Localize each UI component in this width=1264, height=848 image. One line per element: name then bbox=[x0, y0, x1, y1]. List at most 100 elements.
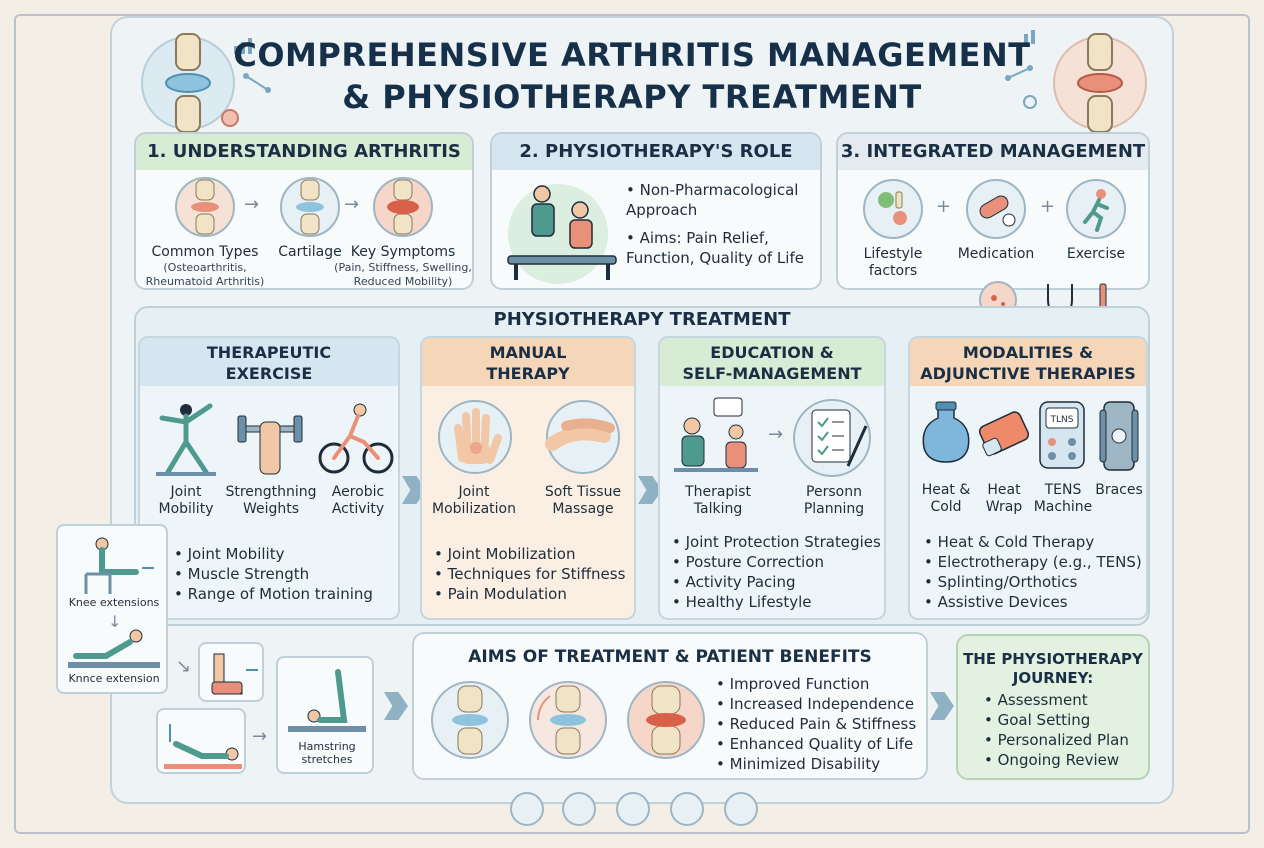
lifestyle-label: Lifestyle factors bbox=[863, 246, 923, 279]
bullet: Pain Modulation bbox=[434, 584, 634, 604]
section-1-heading: 1. UNDERSTANDING ARTHRITIS bbox=[136, 134, 472, 170]
seated-knee-extension-icon bbox=[84, 537, 154, 594]
journey-heading: THE PHYSIOTHERAPY JOURNEY: bbox=[958, 636, 1148, 688]
journey-bullets: Assessment Goal Setting Personalized Pla… bbox=[984, 690, 1148, 770]
role-bullet: Non-Pharmacological Approach bbox=[626, 180, 818, 220]
outer-frame bbox=[14, 14, 1250, 834]
icon-label: Heat Wrap bbox=[985, 482, 1023, 515]
journey-card: THE PHYSIOTHERAPY JOURNEY: Assessment Go… bbox=[956, 634, 1150, 780]
therapeutic-exercise-card: THERAPEUTIC EXERCISE Joint Mobility Stre… bbox=[138, 336, 400, 620]
bullet: Muscle Strength bbox=[174, 564, 398, 584]
bullet: Ongoing Review bbox=[984, 750, 1148, 770]
icon-label: Braces bbox=[1095, 482, 1143, 498]
title-line-2: & PHYSIOTHERAPY TREATMENT bbox=[342, 78, 922, 116]
ice-pack-icon bbox=[922, 401, 970, 463]
icon-label: Heat & Cold bbox=[921, 482, 971, 515]
aims-heading: AIMS OF TREATMENT & PATIENT BENEFITS bbox=[468, 647, 872, 667]
medication-label: Medication bbox=[957, 246, 1035, 262]
joint-mobilization-icon-label: Joint Mobilization bbox=[426, 484, 522, 518]
role-bullet: Aims: Pain Relief, Function, Quality of … bbox=[626, 228, 818, 268]
lying-knee-extension-icon bbox=[68, 629, 160, 668]
common-types-label: Common Types bbox=[151, 244, 259, 260]
hamstring-stretch-icon bbox=[288, 669, 366, 732]
hand-icon bbox=[438, 400, 512, 474]
icon-label: Soft Tissue Massage bbox=[544, 484, 622, 517]
bullet: Joint Mobility bbox=[174, 544, 398, 564]
bullet: Joint Mobilization bbox=[434, 544, 634, 564]
bullet: Improved Function bbox=[716, 674, 926, 694]
plus-icon: + bbox=[936, 196, 952, 217]
bullet: Splinting/Orthotics bbox=[924, 572, 1146, 592]
leg-raise-icon bbox=[164, 724, 242, 769]
medication-item: Medication bbox=[950, 178, 1042, 263]
leg-raise-card bbox=[156, 708, 246, 774]
knee-extension-card: Knee extensions ↓ Knnce extension bbox=[56, 524, 168, 694]
soft-tissue-icon-label: Soft Tissue Massage bbox=[534, 484, 632, 518]
hamstring-label-line: stretches bbox=[301, 753, 353, 766]
bullet: Healthy Lifestyle bbox=[672, 592, 884, 612]
manual-therapy-card: MANUAL THERAPY Joint Mobilization Soft T… bbox=[420, 336, 636, 620]
arrow-down-icon: ↓ bbox=[108, 612, 122, 631]
heading-line: MODALITIES & bbox=[962, 343, 1094, 362]
modalities-bullets: Heat & Cold Therapy Electrotherapy (e.g.… bbox=[924, 532, 1146, 612]
massage-hands-icon bbox=[545, 400, 620, 474]
plus-icon: + bbox=[1040, 196, 1056, 217]
healthy-joint-icon bbox=[431, 681, 509, 759]
heading-line: EDUCATION & bbox=[710, 343, 834, 362]
title-line-1: COMPREHENSIVE ARTHRITIS MANAGEMENT bbox=[233, 36, 1031, 74]
cartilage-label: Cartilage bbox=[278, 244, 342, 260]
common-types-item: Common Types (Osteoarthritis, Rheumatoid… bbox=[140, 176, 270, 288]
bullet: Assessment bbox=[984, 690, 1148, 710]
common-types-sub: (Osteoarthritis, Rheumatoid Arthritis) bbox=[145, 261, 265, 288]
inflamed-joint-icon bbox=[373, 177, 433, 237]
lifestyle-icon bbox=[863, 179, 923, 239]
therapist-patient-icon bbox=[507, 184, 617, 284]
therapist-talking-label: Therapist Talking bbox=[668, 484, 768, 518]
heading-line: MANUAL bbox=[489, 343, 567, 362]
bullet: Activity Pacing bbox=[672, 572, 884, 592]
modalities-card: MODALITIES & ADJUNCTIVE THERAPIES TLNS H… bbox=[908, 336, 1148, 620]
therapist-talking-icon bbox=[674, 397, 758, 472]
therapeutic-bullets: Joint Mobility Muscle Strength Range of … bbox=[174, 544, 398, 604]
cell-icon bbox=[510, 792, 544, 826]
heading-line: THERAPEUTIC bbox=[206, 343, 332, 362]
arrow-right-icon: → bbox=[768, 424, 784, 445]
treatment-heading: PHYSIOTHERAPY TREATMENT bbox=[493, 309, 791, 330]
stethoscope-icon bbox=[670, 792, 704, 826]
arthritic-joint-icon bbox=[627, 681, 705, 759]
running-person-icon bbox=[1066, 179, 1126, 239]
manual-therapy-heading: MANUAL THERAPY bbox=[422, 338, 634, 386]
bullet: Posture Correction bbox=[672, 552, 884, 572]
care-icon bbox=[616, 792, 650, 826]
education-card: EDUCATION & SELF-MANAGEMENT → Therapist … bbox=[658, 336, 886, 620]
heat-wrap-icon bbox=[978, 411, 1030, 457]
hamstring-label: Hamstring stretches bbox=[278, 740, 376, 766]
bullet: Range of Motion training bbox=[174, 584, 398, 604]
integrated-management-card: 3. INTEGRATED MANAGEMENT Lifestyle facto… bbox=[836, 132, 1150, 290]
heading-line: JOURNEY: bbox=[1012, 669, 1094, 687]
therapeutic-exercise-heading: THERAPEUTIC EXERCISE bbox=[140, 338, 398, 386]
treated-joint-icon bbox=[529, 681, 607, 759]
arrow-right-icon: → bbox=[344, 194, 360, 215]
chart-decoration-icon bbox=[234, 38, 271, 93]
gear-icon bbox=[562, 792, 596, 826]
osteoarthritis-joint-icon bbox=[175, 177, 235, 237]
medication-pill-icon bbox=[966, 179, 1026, 239]
bullet: Joint Protection Strategies bbox=[672, 532, 884, 552]
syringe-icon bbox=[724, 792, 758, 826]
key-symptoms-item: Key Symptoms (Pain, Stiffness, Swelling,… bbox=[332, 176, 472, 288]
aims-bullets: Improved Function Increased Independence… bbox=[716, 674, 926, 774]
bullet: Electrotherapy (e.g., TENS) bbox=[924, 552, 1146, 572]
bullet: Goal Setting bbox=[984, 710, 1148, 730]
network-decoration-icon bbox=[1005, 30, 1037, 109]
arrow-right-icon: ↘ bbox=[176, 656, 192, 677]
bullet: Assistive Devices bbox=[924, 592, 1146, 612]
arrow-right-icon: → bbox=[252, 726, 268, 747]
tens-machine-label: TENS Machine bbox=[1032, 482, 1094, 516]
heading-line: ADJUNCTIVE THERAPIES bbox=[920, 364, 1136, 383]
icon-label: Joint Mobilization bbox=[432, 484, 516, 517]
heading-line: THERAPY bbox=[486, 364, 570, 383]
ankle-exercise-card bbox=[198, 642, 264, 702]
heat-cold-label: Heat & Cold bbox=[912, 482, 980, 516]
hamstring-label-line: Hamstring bbox=[298, 740, 356, 753]
